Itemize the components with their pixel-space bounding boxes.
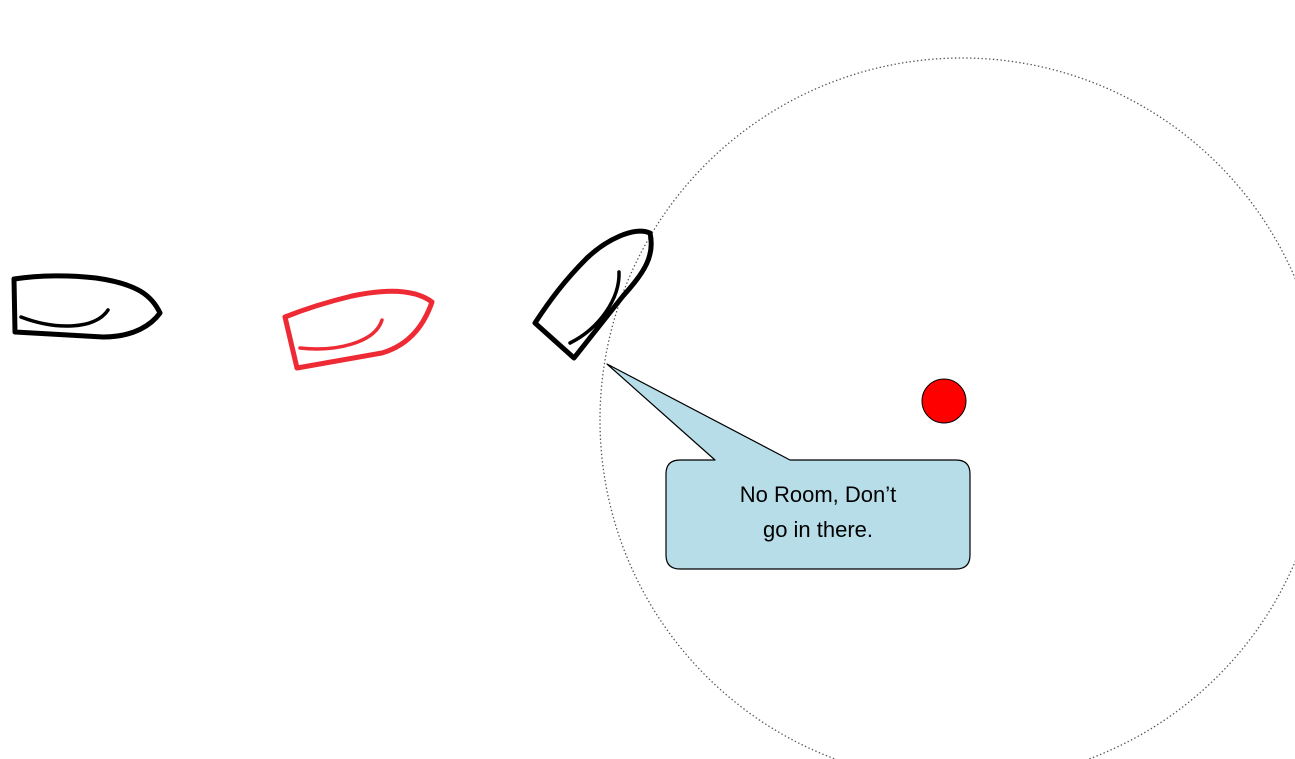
callout-bubble xyxy=(606,363,971,570)
boat-2-hull xyxy=(282,288,435,371)
boat-3-line xyxy=(568,270,621,345)
boat-2-line xyxy=(298,318,384,351)
boat-3-hull xyxy=(532,228,654,361)
mark-buoy xyxy=(921,378,967,424)
zone-circle xyxy=(599,57,1295,759)
boat-1-hull xyxy=(11,273,163,340)
boat-1-line xyxy=(19,308,110,328)
boat-3-black xyxy=(532,228,654,361)
boat-2-red xyxy=(282,288,435,371)
boat-1-black xyxy=(11,273,163,340)
callout-text-line1: No Room, Don’t xyxy=(740,482,897,507)
callout-text-line2: go in there. xyxy=(763,517,873,542)
